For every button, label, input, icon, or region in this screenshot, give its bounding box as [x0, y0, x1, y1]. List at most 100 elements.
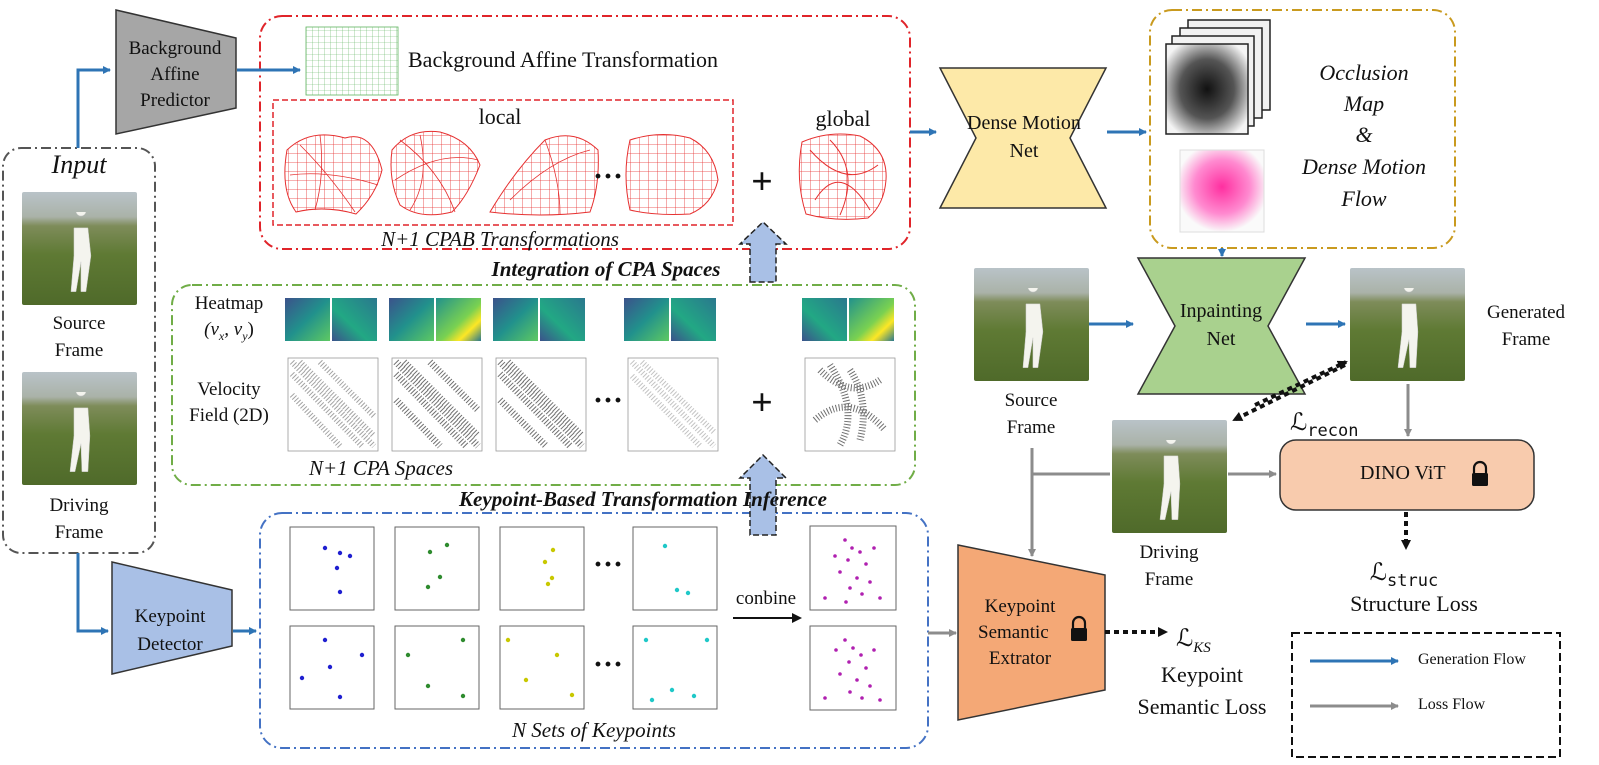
- keypoint-set-2a: [394, 526, 480, 611]
- structure-loss-caption: Structure Loss: [1350, 591, 1478, 616]
- driving-frame-label-2: Frame: [54, 522, 104, 543]
- dense-motion-net-block: [938, 67, 1108, 209]
- kp-semantic-label-2: Semantic: [978, 622, 1049, 643]
- dino-vit-label: DINO ViT: [1360, 462, 1446, 484]
- occlusion-flow-box: [1149, 9, 1456, 249]
- cpab-ellipsis: ···: [592, 160, 624, 193]
- generation-flow-arrows: [76, 66, 1346, 635]
- heatmap-label: Heatmap: [194, 293, 264, 314]
- dense-motion-net-label-1: Dense Motion: [967, 112, 1081, 134]
- cpa-ellipsis: ···: [592, 384, 624, 417]
- l-ks-caption-2: Semantic Loss: [1137, 694, 1267, 719]
- keypoint-set-3b: [499, 625, 585, 710]
- keypoint-set-nb: [632, 625, 718, 710]
- input-title: Input: [51, 150, 107, 179]
- cpab-plus: +: [751, 161, 773, 203]
- right-driving-label-1: Driving: [1139, 542, 1199, 563]
- inpainting-net-block: [1136, 257, 1307, 395]
- local-cpab-grid-3: [489, 135, 599, 216]
- generated-label-2: Frame: [1501, 329, 1551, 350]
- kp-inference-label: Keypoint-Based Transformation Inference: [459, 487, 827, 511]
- cpa-spaces-box: [171, 284, 916, 486]
- generated-frame-image: [1350, 268, 1465, 381]
- local-cpab-grid-1: [284, 134, 383, 215]
- l-ks-caption-1: Keypoint: [1161, 662, 1243, 687]
- bg-affine-predictor-label-3: Predictor: [140, 90, 210, 111]
- heatmap-vy-global: [849, 298, 894, 341]
- input-box: [2, 147, 156, 554]
- cpa-plus: +: [751, 382, 773, 424]
- velocity-label-1: Velocity: [197, 379, 261, 400]
- loss-flow-arrows: [928, 384, 1412, 637]
- right-source-label-1: Source: [1004, 390, 1058, 411]
- loss-dotted-arrows: [1105, 360, 1411, 637]
- source-frame-image: [22, 192, 137, 305]
- heatmap-vy-2: [436, 298, 481, 341]
- keypoint-semantic-extractor-block: [957, 544, 1106, 721]
- heatmap-vx-n: [624, 298, 669, 341]
- heatmap-vx-3: [493, 298, 538, 341]
- velocity-field-global: [804, 357, 896, 452]
- keypoint-set-3a: [499, 526, 585, 611]
- keypoints-box: [259, 512, 929, 749]
- heatmap-vy-n: [671, 298, 716, 341]
- heatmap-vy-3: [540, 298, 585, 341]
- heatmap-vx-global: [802, 298, 847, 341]
- kp-semantic-label-1: Keypoint: [984, 596, 1056, 617]
- keypoint-dots: [299, 538, 882, 703]
- local-transformations-box: [272, 99, 734, 226]
- local-cpab-grid-2: [390, 130, 481, 216]
- legend-generation-label: Generation Flow: [1418, 651, 1526, 668]
- keypoint-set-2b: [394, 625, 480, 710]
- combined-keypoints-b: [809, 625, 897, 711]
- integration-up-arrow: [738, 220, 788, 283]
- bg-affine-predictor-label-2: Affine: [150, 64, 200, 85]
- right-source-frame-image: [974, 268, 1089, 381]
- velocity-field-n: [627, 357, 719, 452]
- keypoint-detector-block: [111, 561, 233, 675]
- keypoint-set-1a: [289, 526, 375, 611]
- source-frame-label-2: Frame: [54, 340, 104, 361]
- keypoint-detector-label-2: Detector: [137, 634, 203, 655]
- bg-affine-transformation-label: Background Affine Transformation: [408, 47, 719, 72]
- combined-keypoints-a: [809, 525, 897, 611]
- inpainting-net-label-1: Inpainting: [1179, 300, 1263, 322]
- lock-icon-extractor: [1071, 615, 1087, 641]
- keypoint-set-na: [632, 526, 718, 611]
- legend-loss-label: Loss Flow: [1418, 696, 1486, 713]
- dense-motion-flow-image: [1179, 149, 1265, 233]
- global-label: global: [815, 106, 871, 131]
- kp-semantic-label-3: Extrator: [988, 648, 1052, 669]
- velocity-label-2: Field (2D): [189, 405, 269, 426]
- keypoints-ellipsis-top: ···: [592, 548, 624, 581]
- occlusion-label-4: Dense Motion: [1301, 154, 1427, 179]
- heatmaps: [285, 298, 894, 341]
- occlusion-label-2: Map: [1343, 91, 1385, 116]
- cpab-caption: N+1 CPAB Transformations: [381, 227, 619, 251]
- l-struc-label: ℒstruc: [1369, 560, 1439, 591]
- source-frame-label-1: Source: [52, 313, 106, 334]
- global-cpab-grid: [798, 133, 887, 220]
- velocity-field-3: [495, 357, 587, 452]
- background-affine-grid: [305, 26, 399, 96]
- driving-frame-image: [22, 372, 137, 485]
- right-driving-label-2: Frame: [1144, 569, 1194, 590]
- background-affine-predictor-block: [115, 9, 237, 135]
- heatmap-vy-1: [332, 298, 377, 341]
- keypoint-sets: [289, 525, 897, 711]
- velocity-field-1: [287, 357, 379, 452]
- cpa-spaces-caption: N+1 CPA Spaces: [308, 456, 454, 480]
- heatmap-vx-1: [285, 298, 330, 341]
- l-ks-label: ℒKS: [1176, 626, 1211, 656]
- dense-motion-net-label-2: Net: [1009, 140, 1039, 162]
- l-recon-label: ℒrecon: [1290, 410, 1359, 441]
- occlusion-map-stack: [1165, 19, 1271, 135]
- right-source-label-2: Frame: [1006, 417, 1056, 438]
- dino-vit-block: [1279, 439, 1535, 511]
- inpainting-net-label-2: Net: [1206, 328, 1236, 350]
- occlusion-label-1: Occlusion: [1319, 60, 1409, 85]
- integration-label: Integration of CPA Spaces: [491, 257, 721, 281]
- keypoints-ellipsis-bottom: ···: [592, 648, 624, 681]
- heatmap-vars-label: (vx, vy): [204, 319, 254, 343]
- keypoint-set-1b: [289, 625, 375, 710]
